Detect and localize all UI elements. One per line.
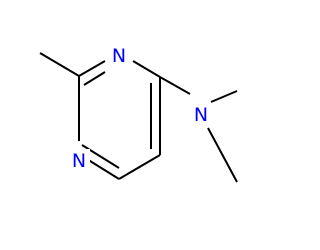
- bond-namine-methyl-down: [207, 127, 238, 183]
- atom-labels: N N N: [68, 44, 212, 173]
- bond-c2-n3: [78, 60, 106, 77]
- bond-c5-c6: [118, 154, 161, 180]
- atom-namine-label: N: [194, 104, 208, 126]
- bond-c4-namine: [159, 76, 191, 95]
- bond-group: [39, 52, 238, 183]
- bond-c2-methyl: [39, 52, 80, 77]
- bond-namine-methyl-up: [210, 90, 238, 103]
- atom-n3-bg: [108, 44, 130, 68]
- molecule-structure: N N N: [39, 44, 238, 183]
- atom-namine-bg: [190, 103, 212, 127]
- atom-n1-label: N: [72, 150, 86, 172]
- bond-c6-n1-inner: [81, 144, 120, 169]
- atom-n1-bg: [68, 149, 90, 173]
- bond-n3-c4: [132, 60, 161, 78]
- bond-c2-n3-inner: [83, 71, 106, 86]
- atom-n3-label: N: [112, 45, 126, 67]
